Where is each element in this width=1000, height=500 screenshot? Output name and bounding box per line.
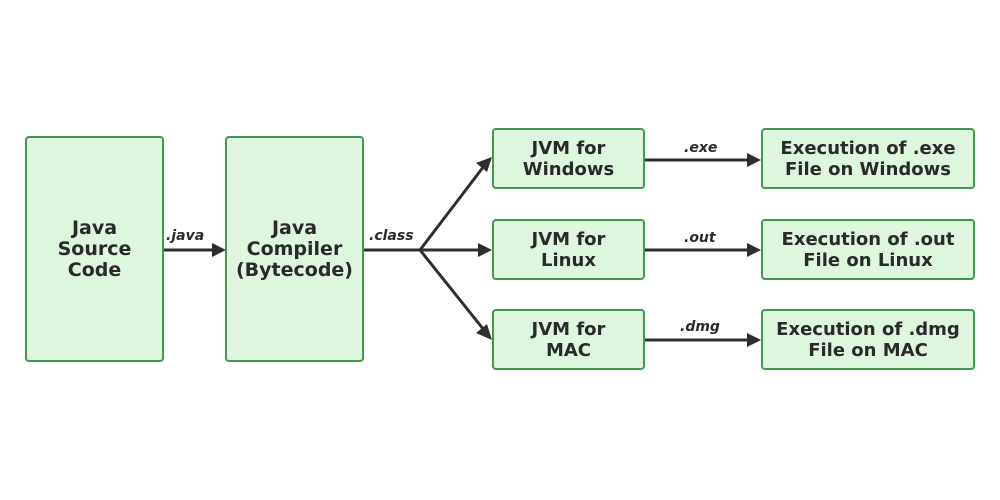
node-jvm-linux-label: JVM for Linux [531, 228, 606, 271]
node-exec-linux-label: Execution of .out File on Linux [781, 228, 955, 271]
arrow-java-head [212, 243, 226, 257]
arrow-class-linux-head [478, 243, 492, 257]
node-exec-windows-label: Execution of .exe File on Windows [780, 137, 956, 180]
edge-label-out: .out [684, 230, 716, 246]
arrow-class-mac-head [476, 324, 492, 340]
node-exec-linux: Execution of .out File on Linux [761, 219, 975, 280]
arrow-class-mac [418, 248, 486, 332]
edge-label-dmg: .dmg [680, 319, 720, 335]
edge-label-java: .java [166, 228, 205, 244]
arrow-class-windows [418, 164, 486, 252]
arrow-exe-head [747, 153, 761, 167]
edge-label-class: .class [369, 228, 414, 244]
node-java-source-code-label: Java Source Code [57, 216, 132, 281]
arrow-out-head [747, 243, 761, 257]
edge-label-exe: .exe [684, 140, 718, 156]
node-jvm-windows: JVM for Windows [492, 128, 645, 189]
node-exec-windows: Execution of .exe File on Windows [761, 128, 975, 189]
arrow-dmg-head [747, 333, 761, 347]
node-jvm-windows-label: JVM for Windows [522, 137, 615, 180]
node-exec-mac-label: Execution of .dmg File on MAC [776, 318, 960, 361]
node-java-source-code: Java Source Code [25, 136, 164, 362]
node-jvm-mac-label: JVM for MAC [531, 318, 606, 361]
node-jvm-mac: JVM for MAC [492, 309, 645, 370]
node-java-compiler-label: Java Compiler (Bytecode) [235, 216, 353, 281]
node-java-compiler: Java Compiler (Bytecode) [225, 136, 364, 362]
node-jvm-linux: JVM for Linux [492, 219, 645, 280]
arrow-class-windows-head [476, 157, 492, 172]
node-exec-mac: Execution of .dmg File on MAC [761, 309, 975, 370]
